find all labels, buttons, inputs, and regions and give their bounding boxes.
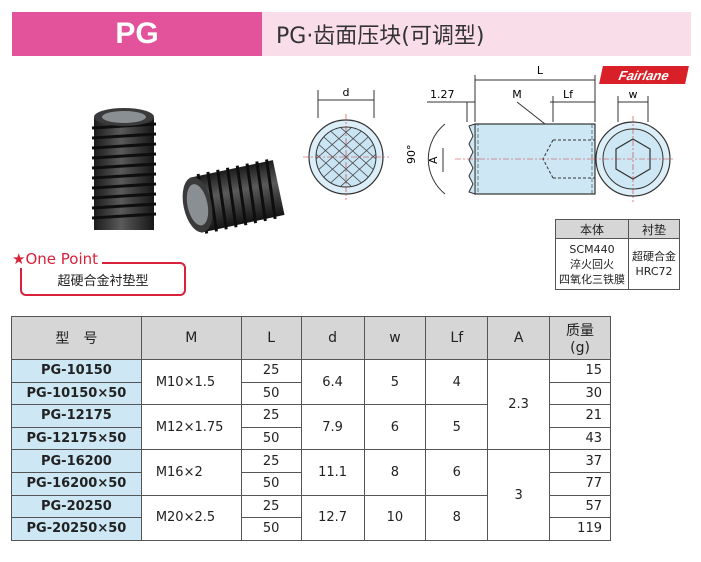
mass-value: 43 [549,426,611,451]
model-code: PG-12175 [11,404,142,428]
w-value: 10 [363,494,427,541]
length: 25 [240,359,302,383]
thread-size: M12×1.75 [140,404,242,451]
material-header-body: 本体 [555,219,629,239]
table-header-row: 型 号 M L d w Lf A 质量(g) [11,316,611,360]
mass-value: 15 [549,359,611,383]
length: 50 [240,471,302,496]
model-code: PG-16200×50 [11,471,142,496]
mass-value: 119 [549,517,611,541]
spec-table: 型 号 M L d w Lf A 质量(g) PG-10150 M10×1.5 … [11,316,611,541]
a-value: 2.3 [487,358,551,451]
col-header-M: M [140,316,242,360]
product-code-banner: PG [12,12,262,56]
materials-table: 本体 衬垫 SCM440 淬火回火 四氧化三铁膜 超硬合金 HRC72 [555,219,680,290]
lf-value: 4 [425,358,489,406]
one-point-box: 超硬合金衬垫型 [20,262,186,296]
mass-value: 57 [549,494,611,519]
model-code: PG-20250 [11,494,142,519]
w-value: 8 [363,449,427,496]
thread-size: M16×2 [140,449,242,496]
table-row: PG-10150 M10×1.5 25 6.4 5 4 2.3 15 [11,358,611,451]
one-point-title: ★One Point [12,250,103,268]
d-value: 11.1 [300,449,365,496]
d-value: 7.9 [300,404,365,451]
dim-Lf-label: Lf [563,88,574,101]
col-header-mass: 质量(g) [549,316,611,360]
one-point-text: 超硬合金衬垫型 [57,274,149,289]
dim-L-label: L [537,64,544,77]
mass-value: 30 [549,381,611,406]
table-row: PG-20250 M20×2.5 25 12.7 10 8 57 [11,494,611,541]
model-code: PG-10150 [11,359,142,383]
lf-value: 6 [425,449,489,496]
length: 50 [240,517,302,541]
dim-A-label: A [427,156,440,164]
table-row: PG-16200×50 50 77 [11,471,611,496]
length: 25 [240,404,302,428]
material-body: SCM440 淬火回火 四氧化三铁膜 [555,238,629,290]
table-row: PG-10150×50 50 30 [11,381,611,406]
thread-size: M20×2.5 [140,494,242,541]
length: 50 [240,426,302,451]
d-value: 12.7 [300,494,365,541]
mass-value: 21 [549,404,611,428]
material-header-pad: 衬垫 [628,219,680,239]
col-header-L: L [240,316,302,360]
length: 25 [240,494,302,519]
a-value: 3 [487,449,551,541]
model-code: PG-12175×50 [11,426,142,451]
technical-drawing: d L 1.27 M Lf 90° A w [303,64,675,202]
length: 25 [240,449,302,473]
thread-size: M10×1.5 [140,358,242,406]
product-photo [91,108,285,234]
table-row: PG-16200 M16×2 25 11.1 8 6 3 37 [11,449,611,541]
lf-value: 8 [425,494,489,541]
length: 50 [240,381,302,406]
col-header-d: d [300,316,365,360]
mass-value: 37 [549,449,611,473]
w-value: 5 [363,358,427,406]
model-code: PG-10150×50 [11,381,142,406]
col-header-model: 型 号 [11,316,142,360]
mass-value: 77 [549,471,611,496]
w-value: 6 [363,404,427,451]
d-value: 6.4 [300,358,365,406]
dim-w-label: w [629,88,638,101]
material-pad: 超硬合金 HRC72 [628,238,680,290]
dim-127-label: 1.27 [430,88,455,101]
model-code: PG-16200 [11,449,142,473]
lf-value: 5 [425,404,489,451]
dim-angle-label: 90° [405,145,418,165]
col-header-A: A [487,316,551,360]
table-row: PG-20250×50 50 119 [11,517,611,541]
product-title: PG·齿面压块(可调型) [262,12,691,56]
dim-M-label: M [512,88,522,101]
model-code: PG-20250×50 [11,517,142,541]
col-header-Lf: Lf [425,316,489,360]
dim-d-label: d [343,86,350,99]
table-row: PG-12175 M12×1.75 25 7.9 6 5 21 [11,404,611,451]
col-header-w: w [363,316,427,360]
